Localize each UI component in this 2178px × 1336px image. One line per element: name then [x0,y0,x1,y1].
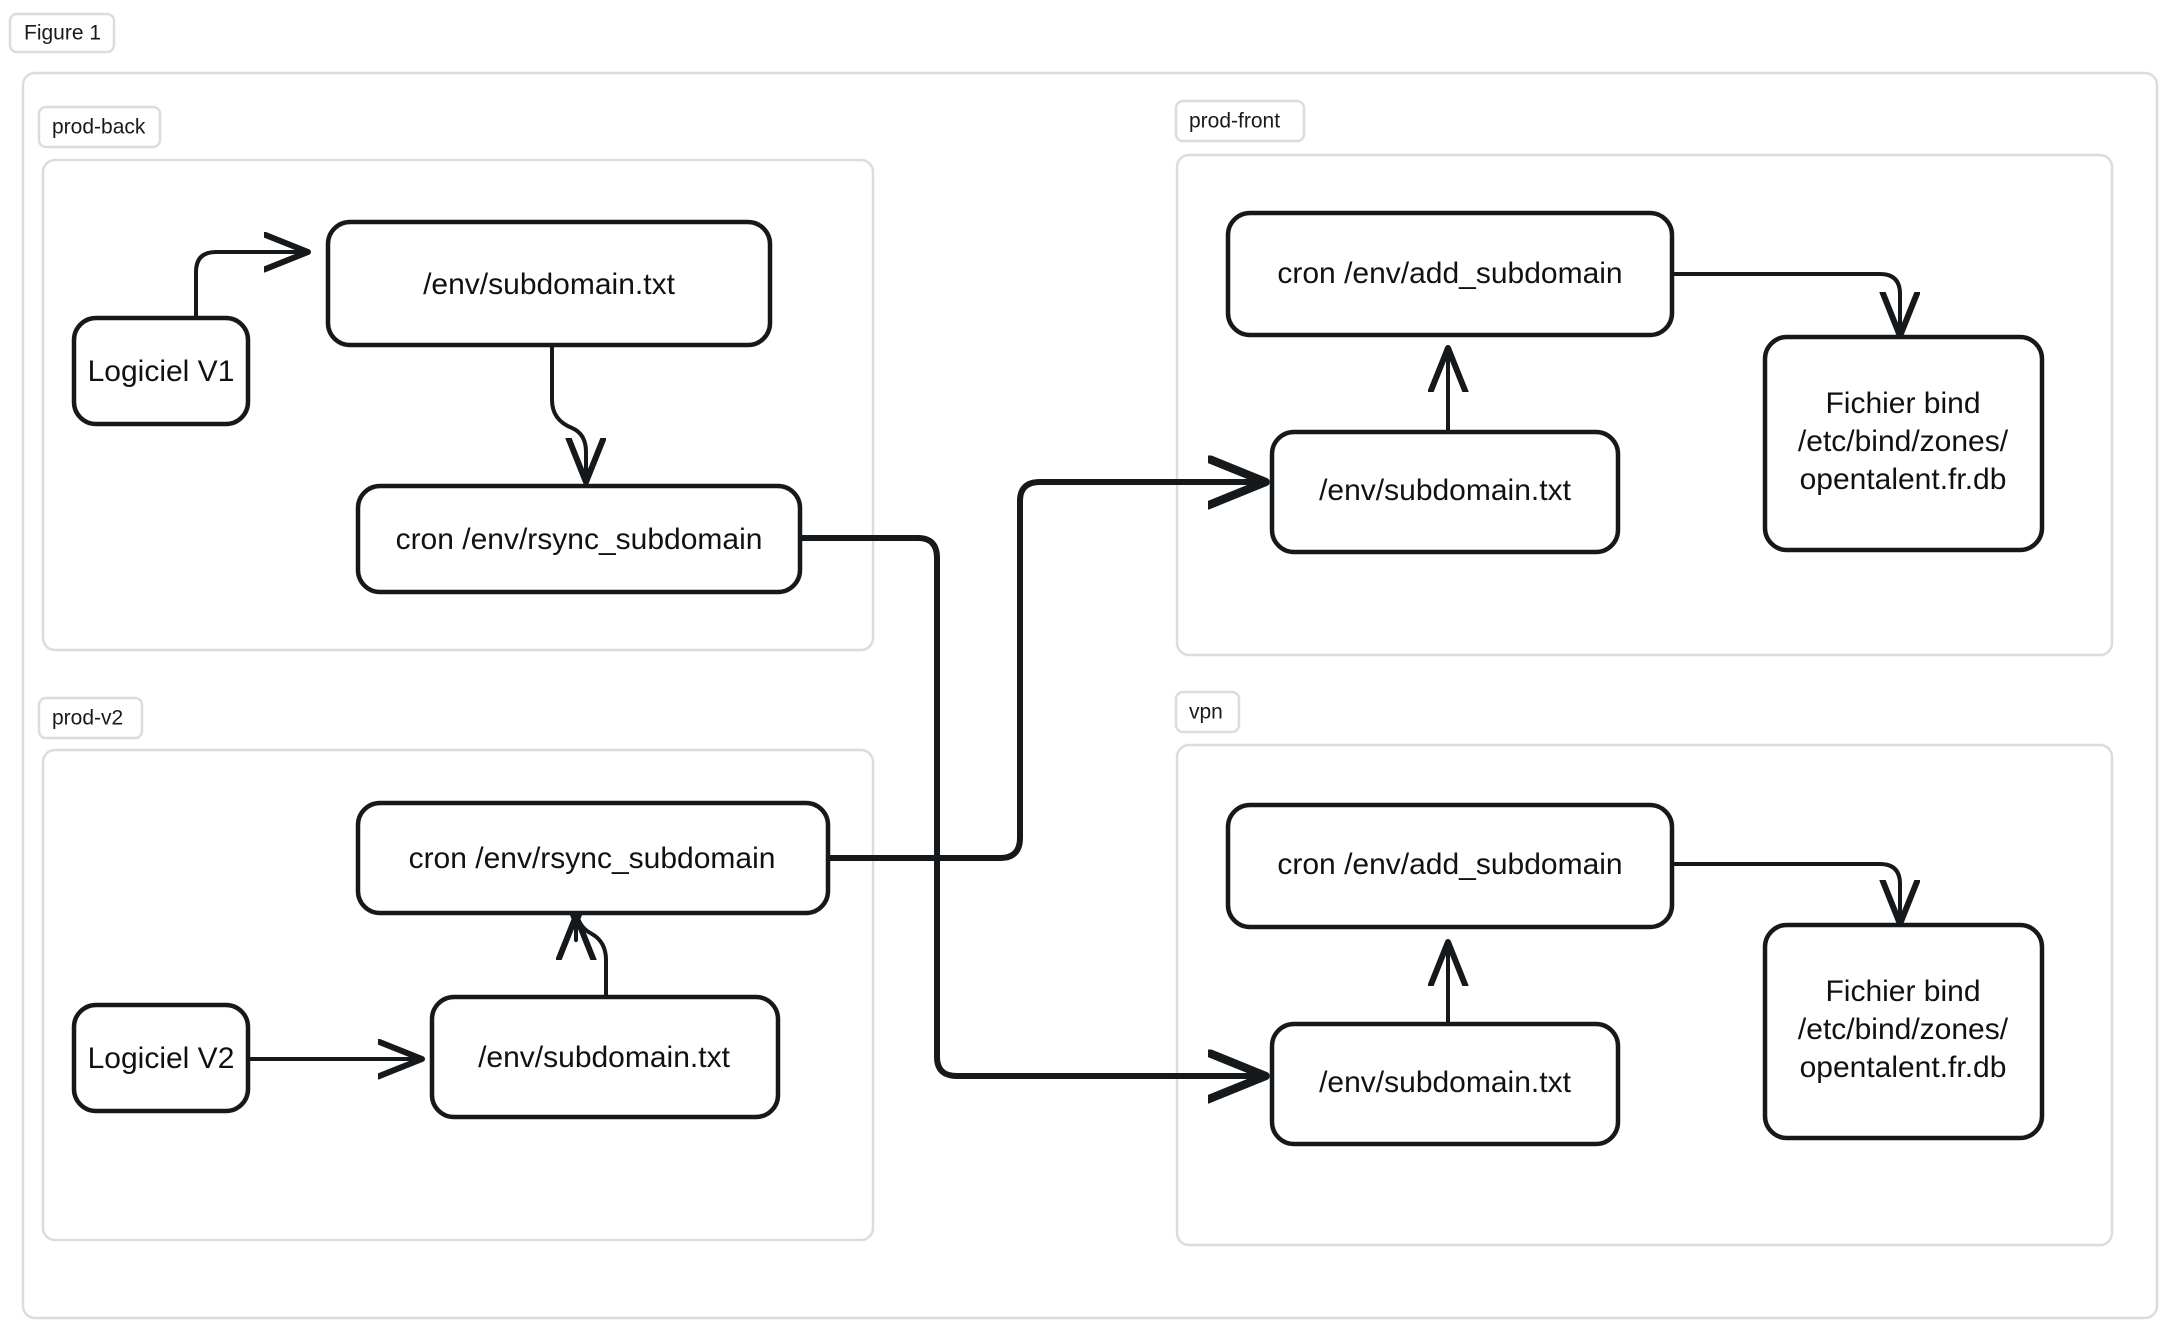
node-pv-subdomain[interactable]: /env/subdomain.txt [429,994,781,1120]
node-vp-cron-label: cron /env/add_subdomain [1277,848,1622,881]
edge-pbcron-to-vpn-subdomain [797,535,1262,1076]
node-vp-bind-line1: Fichier bind [1825,975,1980,1008]
node-pf-subdomain-label: /env/subdomain.txt [1319,474,1571,507]
node-pv-logiciel-label: Logiciel V2 [88,1042,235,1075]
node-pf-subdomain-box[interactable] [1269,429,1621,555]
node-pb-logiciel-label: Logiciel V1 [88,355,235,388]
node-pb-cron[interactable]: cron /env/rsync_subdomain [355,483,803,595]
node-pf-bind-line1: Fichier bind [1825,387,1980,420]
cluster-label-vpn: vpn [1174,690,1241,734]
node-vp-cron-box[interactable] [1225,802,1675,930]
edge-pb-subdomain-to-cron [550,343,586,480]
node-pb-cron-box[interactable] [355,483,803,595]
node-pb-cron-label: cron /env/rsync_subdomain [396,523,763,556]
figure-caption-chip-box [8,12,116,54]
edge-vp-cron-to-bind [1670,862,1900,922]
node-vp-bind-line3: opentalent.fr.db [1800,1051,2007,1084]
node-pf-cron[interactable]: cron /env/add_subdomain [1225,210,1675,338]
node-pv-subdomain-label: /env/subdomain.txt [478,1041,730,1074]
node-pv-cron[interactable]: cron /env/rsync_subdomain [355,800,831,916]
node-pv-logiciel[interactable]: Logiciel V2 [71,1002,251,1114]
node-pb-logiciel-box[interactable] [71,315,251,427]
cluster-label-prod-back-box [37,105,162,149]
cluster-label-vpn-box [1174,690,1241,734]
edge-pb-logiciel-to-subdomain [194,252,306,320]
node-pf-cron-label: cron /env/add_subdomain [1277,257,1622,290]
node-pf-bind-line2: /etc/bind/zones/ [1798,425,2009,458]
node-pv-cron-box[interactable] [355,800,831,916]
node-pf-bind-box[interactable] [1762,334,2045,553]
cluster-label-prod-front: prod-front [1174,99,1306,143]
cluster-label-prod-v2: prod-v2 [37,696,144,740]
cluster-label-prod-front-box [1174,99,1306,143]
node-vp-subdomain-box[interactable] [1269,1021,1621,1147]
cluster-label-prod-v2-text: prod-v2 [52,707,123,730]
node-vp-subdomain[interactable]: /env/subdomain.txt [1269,1021,1621,1147]
figure-caption-text: Figure 1 [24,22,101,45]
cluster-label-prod-back: prod-back [37,105,162,149]
node-pf-cron-box[interactable] [1225,210,1675,338]
cluster-label-prod-front-text: prod-front [1189,110,1280,133]
node-pb-subdomain-box[interactable] [325,219,773,348]
node-vp-subdomain-label: /env/subdomain.txt [1319,1066,1571,1099]
edge-pvcron-to-front-subdomain [827,482,1262,861]
node-pf-subdomain[interactable]: /env/subdomain.txt [1269,429,1621,555]
cluster-label-prod-back-text: prod-back [52,116,146,139]
cluster-label-vpn-text: vpn [1189,701,1223,724]
node-vp-bind-line2: /etc/bind/zones/ [1798,1013,2009,1046]
node-vp-bind-box[interactable] [1762,922,2045,1141]
edge-pf-cron-to-bind [1670,272,1900,334]
node-pv-subdomain-box[interactable] [429,994,781,1120]
node-pv-cron-label: cron /env/rsync_subdomain [409,842,776,875]
node-pf-bind[interactable]: Fichier bind /etc/bind/zones/ opentalent… [1762,334,2045,553]
figure-caption-chip: Figure 1 [8,12,116,54]
node-pv-logiciel-box[interactable] [71,1002,251,1114]
node-vp-cron[interactable]: cron /env/add_subdomain [1225,802,1675,930]
node-pb-subdomain[interactable]: /env/subdomain.txt [325,219,773,348]
node-vp-bind[interactable]: Fichier bind /etc/bind/zones/ opentalent… [1762,922,2045,1141]
node-pb-logiciel[interactable]: Logiciel V1 [71,315,251,427]
node-pb-subdomain-label: /env/subdomain.txt [423,268,675,301]
node-pf-bind-line3: opentalent.fr.db [1800,463,2007,496]
cluster-label-prod-v2-box [37,696,144,740]
